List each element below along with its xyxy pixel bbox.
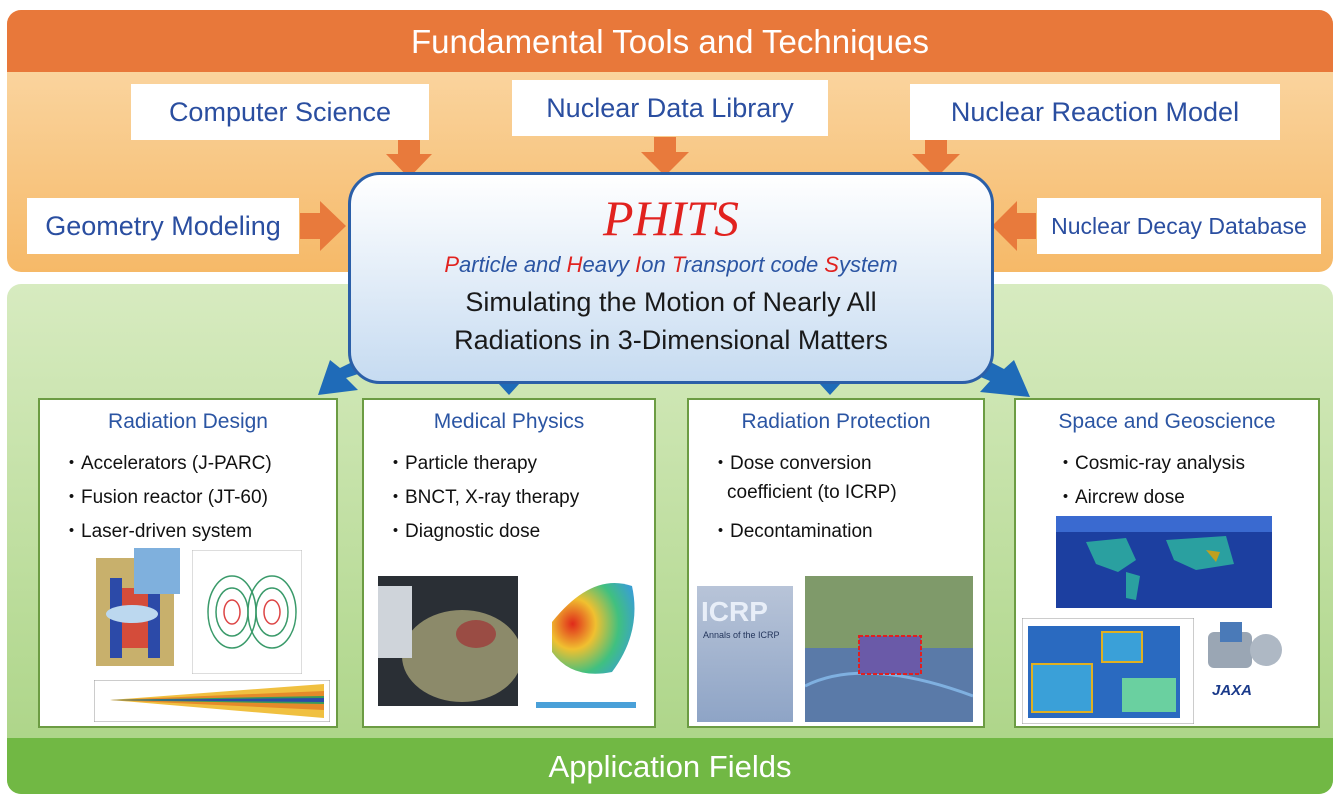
panel-item: ・Aircrew dose [1056, 487, 1185, 508]
nuclear-decay-database-box: Nuclear Decay Database [1037, 198, 1321, 254]
arrow-nuclear-data-library [641, 137, 689, 176]
nuclear-data-library-box: Nuclear Data Library [512, 80, 828, 136]
geometry-modeling-box: Geometry Modeling [27, 198, 299, 254]
phits-description-line-2: Radiations in 3-Dimensional Matters [454, 325, 888, 355]
nuclear-reaction-model-box: Nuclear Reaction Model [910, 84, 1280, 140]
panel-item: coefficient (to ICRP) [727, 482, 897, 503]
panel-item: ・Dose conversion [711, 453, 872, 474]
phits-core-box: PHITS Particle and Heavy Ion Transport c… [348, 172, 994, 384]
radiation-protection-panel: Radiation Protection ・Dose conversion co… [687, 398, 985, 728]
laser-beam-plot-image [94, 680, 330, 722]
fusion-reactor-image [96, 548, 180, 666]
panel-item: ・Laser-driven system [62, 521, 253, 542]
jaxa-logo: JAXA [1212, 682, 1253, 699]
phits-title: PHITS [602, 190, 740, 246]
panel-item: ・Accelerators (J-PARC) [62, 453, 272, 474]
panel-item: ・Cosmic-ray analysis [1056, 453, 1245, 474]
space-geoscience-panel: Space and Geoscience ・Cosmic-ray analysi… [1014, 398, 1320, 728]
panel-title: Medical Physics [433, 410, 585, 433]
application-fields-banner: Application Fields [7, 738, 1333, 794]
plasma-contour-image [192, 550, 302, 674]
arrow-geometry-modeling [300, 201, 346, 251]
panel-title: Radiation Protection [741, 410, 931, 433]
medical-physics-panel: Medical Physics ・Particle therapy ・BNCT,… [362, 398, 656, 728]
arrow-nuclear-decay-database [992, 201, 1036, 251]
arrow-computer-science [386, 140, 432, 178]
space-station-module-image [1208, 622, 1282, 668]
computer-science-box: Computer Science [131, 84, 429, 140]
spacecraft-interior-image [1022, 618, 1194, 724]
panel-item: ・Decontamination [711, 521, 873, 542]
icrp-annals-cover-image: ICRP Annals of the ICRP [697, 586, 793, 722]
panel-title: Space and Geoscience [1058, 410, 1276, 433]
panel-item: ・Diagnostic dose [386, 521, 541, 542]
arrow-nuclear-reaction-model [912, 140, 960, 178]
world-dose-map-image [1056, 516, 1272, 608]
panel-title: Radiation Design [108, 410, 268, 433]
phits-description-line-1: Simulating the Motion of Nearly All [465, 287, 877, 317]
patient-head-model-image [378, 576, 518, 706]
decontamination-map-image [805, 576, 973, 722]
panel-item: ・Particle therapy [386, 453, 538, 474]
fundamental-tools-banner: Fundamental Tools and Techniques [7, 10, 1333, 72]
dose-distribution-image [532, 572, 642, 724]
phits-subtitle: Particle and Heavy Ion Transport code Sy… [444, 252, 898, 277]
radiation-design-panel: Radiation Design ・Accelerators (J-PARC) … [38, 398, 338, 728]
panel-item: ・BNCT, X-ray therapy [386, 487, 580, 508]
panel-item: ・Fusion reactor (JT-60) [62, 487, 268, 508]
